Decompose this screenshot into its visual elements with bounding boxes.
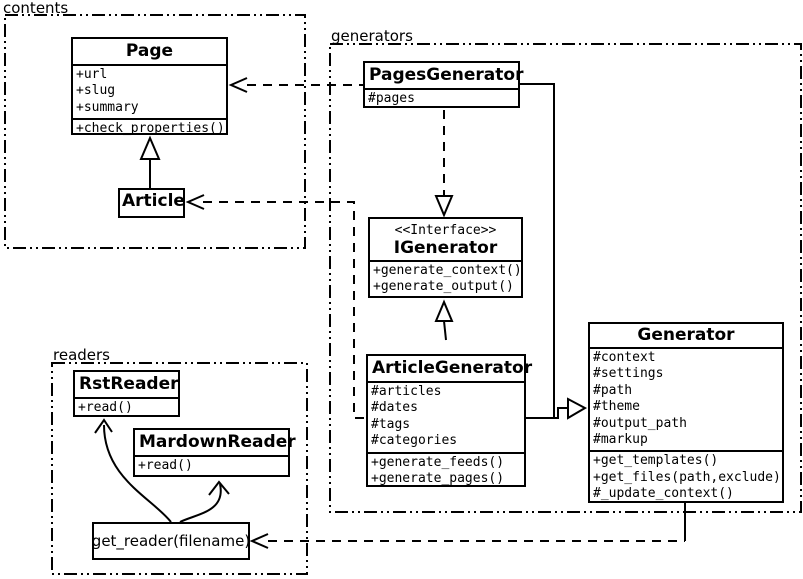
- method: +generate_output(): [373, 279, 514, 295]
- interface-igenerator: <<Interface>> IGenerator +generate_conte…: [368, 217, 523, 298]
- attributes-compartment: +url +slug +summary: [73, 64, 226, 118]
- method: +get_files(path,exclude): [593, 469, 781, 485]
- class-title: ArticleGenerator: [372, 358, 533, 378]
- attribute: #pages: [368, 91, 415, 106]
- methods-compartment: +generate_context() +generate_output(): [370, 260, 522, 298]
- method: +read(): [78, 400, 133, 415]
- class-title: Generator: [637, 325, 735, 345]
- dependency-generator-to-getreader: [249, 503, 686, 549]
- method: +generate_pages(): [371, 471, 505, 487]
- methods-compartment: +read(): [135, 455, 288, 476]
- attribute: #articles: [371, 384, 442, 399]
- methods-compartment: +read(): [75, 397, 178, 418]
- attribute: #settings: [593, 366, 664, 382]
- interface-header: <<Interface>> IGenerator: [370, 219, 521, 260]
- dependency-articlegenerator-to-article: [185, 194, 366, 419]
- attribute: #context: [593, 350, 656, 365]
- class-title: PagesGenerator: [369, 65, 524, 85]
- class-title: IGenerator: [393, 238, 498, 258]
- arrow-getreader-to-mardownreader: [179, 480, 230, 523]
- method: #_update_context(): [593, 486, 734, 502]
- package-border-generators: [329, 43, 802, 513]
- class-title: Article: [122, 191, 185, 211]
- package-border-contents: [4, 14, 306, 249]
- package-label-contents: contents: [3, 0, 69, 17]
- attributes-compartment: #context #settings #path #theme #output_…: [590, 347, 782, 450]
- attribute: #markup: [593, 432, 648, 448]
- methods-compartment: +generate_feeds() +generate_pages(): [368, 451, 524, 490]
- method: +generate_feeds(): [371, 454, 505, 470]
- class-rstreader: RstReader +read(): [73, 370, 180, 417]
- generalization-generators-to-generator: [519, 83, 588, 420]
- attributes-compartment: #pages: [365, 88, 518, 109]
- class-title: MardownReader: [139, 432, 296, 452]
- attribute: +url: [76, 67, 108, 82]
- function-box-get-reader: get_reader(filename): [92, 522, 250, 560]
- method: +read(): [138, 458, 193, 473]
- stereotype-label: <<Interface>>: [394, 223, 497, 238]
- dependency-pagesgenerator-to-page: [228, 77, 363, 93]
- package-label-generators: generators: [331, 27, 413, 45]
- methods-compartment: +get_templates() +get_files(path,exclude…: [590, 450, 782, 504]
- methods-compartment: +check_properties(): [73, 118, 226, 139]
- arrow-getreader-to-rstreader: [94, 418, 172, 523]
- attribute: #output_path: [593, 415, 687, 431]
- class-article: Article: [118, 188, 185, 218]
- attribute: +summary: [76, 99, 139, 115]
- attribute: #path: [593, 382, 633, 398]
- package-border-readers: [51, 362, 308, 575]
- attribute: #categories: [371, 433, 458, 449]
- class-page: Page +url +slug +summary +check_properti…: [71, 37, 228, 136]
- package-label-readers: readers: [53, 346, 110, 364]
- attribute: +slug: [76, 83, 116, 99]
- class-title: Page: [125, 41, 174, 61]
- method: +generate_context(): [373, 263, 522, 278]
- method: +check_properties(): [76, 121, 225, 137]
- attribute: #dates: [371, 400, 418, 416]
- class-mardownreader: MardownReader +read(): [133, 428, 296, 477]
- realization-pagesgenerator-to-igenerator: [434, 110, 454, 218]
- generalization-article-to-page: [139, 135, 161, 188]
- class-pagesgenerator: PagesGenerator #pages: [363, 61, 524, 109]
- attributes-compartment: #articles #dates #tags #categories: [368, 381, 524, 452]
- attribute: #tags: [371, 416, 411, 432]
- class-articlegenerator: ArticleGenerator #articles #dates #tags …: [366, 354, 533, 490]
- method: +get_templates(): [593, 453, 719, 469]
- class-title: RstReader: [79, 374, 179, 394]
- attribute: #theme: [593, 399, 640, 415]
- generalization-articlegenerator-to-igenerator: [434, 299, 454, 341]
- class-generator: Generator #context #settings #path #them…: [588, 322, 784, 503]
